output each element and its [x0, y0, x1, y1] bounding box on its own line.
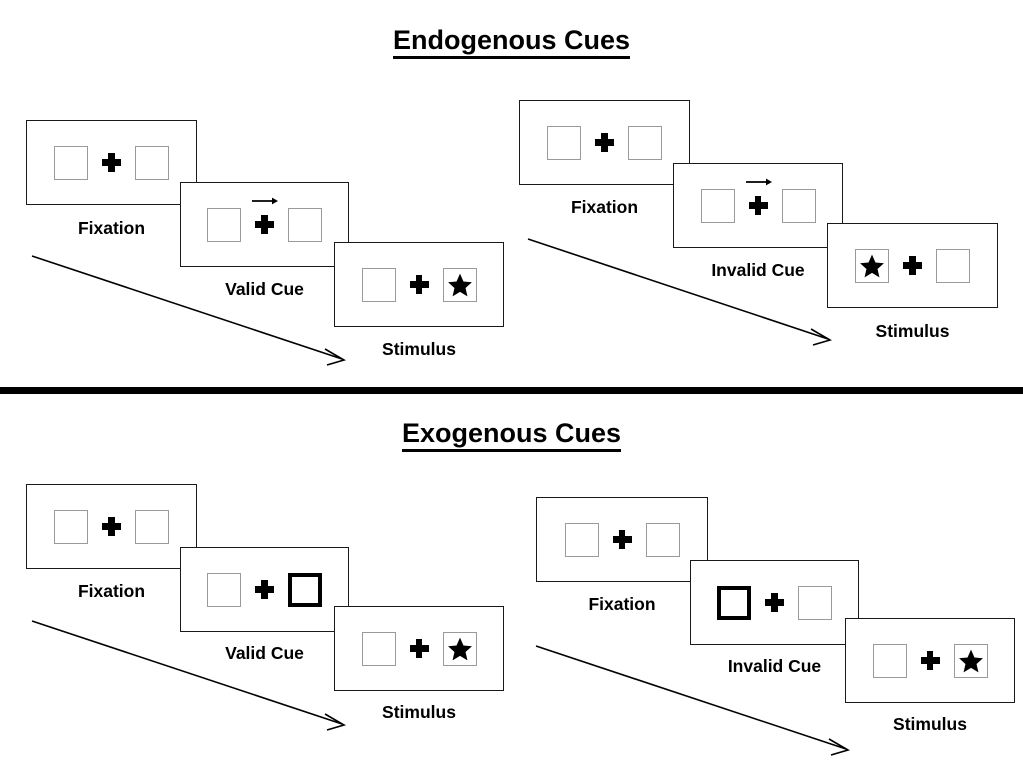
- fixation-cross-icon: [409, 275, 429, 294]
- fixation-cross-icon: [595, 133, 614, 152]
- stage-label-endogenous-valid-fixation: Fixation: [77, 218, 146, 238]
- stage-label-exogenous-invalid-stimulus: Stimulus: [893, 714, 967, 734]
- panel-exogenous-valid-stimulus: [334, 606, 504, 691]
- fixation-cross-icon: [748, 196, 768, 215]
- left-placeholder-box: [872, 643, 907, 678]
- fixation-cross-icon: [920, 651, 940, 670]
- stage-label-exogenous-invalid-fixation: Fixation: [588, 594, 656, 614]
- left-target-box: [855, 248, 889, 283]
- fixation-cross-icon: [255, 580, 274, 599]
- star-target-icon: [860, 254, 884, 277]
- frame-content: [361, 267, 477, 302]
- right-target-box: [953, 643, 988, 678]
- stage-label-exogenous-valid-stimulus: Stimulus: [382, 702, 456, 722]
- left-placeholder-box: [547, 125, 581, 160]
- fixation-cross-icon: [255, 215, 274, 234]
- right-placeholder-box: [288, 207, 322, 242]
- frame-content: [700, 178, 816, 223]
- center-column: [612, 530, 632, 549]
- right-placeholder-box: [628, 125, 662, 160]
- section-title-exogenous-text: Exogenous Cues: [401, 418, 622, 452]
- stage-label-exogenous-valid-fixation: Fixation: [77, 581, 146, 601]
- center-column: [409, 639, 429, 658]
- star-target-icon: [447, 637, 472, 660]
- right-cued-box: [288, 572, 322, 607]
- time-arrow-endogenous-invalid: [527, 238, 833, 346]
- left-placeholder-box: [361, 631, 396, 666]
- fixation-cross-icon: [102, 153, 121, 172]
- stage-label-endogenous-invalid-stimulus: Stimulus: [875, 321, 950, 341]
- section-divider: [0, 387, 1023, 394]
- panel-exogenous-invalid-cue: [690, 560, 859, 645]
- stage-label-endogenous-valid-stimulus: Stimulus: [382, 339, 456, 359]
- left-placeholder-box: [54, 509, 88, 544]
- right-placeholder-box: [936, 248, 970, 283]
- center-column: [102, 517, 121, 536]
- center-column: [252, 197, 278, 234]
- center-column: [765, 593, 784, 612]
- right-placeholder-box: [135, 145, 169, 180]
- frame-content: [564, 522, 680, 557]
- panel-endogenous-invalid-stimulus: [827, 223, 998, 308]
- frame-content: [207, 197, 322, 242]
- fixation-cross-icon: [612, 530, 632, 549]
- right-placeholder-box: [645, 522, 680, 557]
- center-column: [255, 580, 274, 599]
- fixation-cross-icon: [102, 517, 121, 536]
- stage-label-endogenous-invalid-cue: Invalid Cue: [711, 260, 805, 280]
- panel-exogenous-valid-cue: [180, 547, 349, 632]
- fixation-cross-icon: [409, 639, 429, 658]
- star-target-icon: [447, 273, 472, 296]
- right-placeholder-box: [135, 509, 169, 544]
- right-placeholder-box: [798, 585, 832, 620]
- panel-endogenous-invalid-cue: [673, 163, 843, 248]
- frame-content: [207, 572, 322, 607]
- right-placeholder-box: [781, 188, 816, 223]
- left-placeholder-box: [54, 145, 88, 180]
- panel-endogenous-invalid-fixation: [519, 100, 690, 185]
- panel-endogenous-valid-stimulus: [334, 242, 504, 327]
- center-column: [903, 256, 922, 275]
- right-target-box: [442, 267, 477, 302]
- left-placeholder-box: [700, 188, 735, 223]
- section-title-exogenous: Exogenous Cues: [0, 418, 1023, 452]
- stage-label-endogenous-valid-cue: Valid Cue: [225, 279, 304, 299]
- frame-content: [717, 585, 832, 620]
- frame-content: [54, 145, 169, 180]
- stage-label-exogenous-valid-cue: Valid Cue: [225, 643, 304, 663]
- star-target-icon: [958, 649, 983, 672]
- frame-content: [54, 509, 169, 544]
- panel-endogenous-valid-fixation: [26, 120, 197, 205]
- left-placeholder-box: [207, 207, 241, 242]
- fixation-cross-icon: [765, 593, 784, 612]
- frame-content: [547, 125, 662, 160]
- panel-endogenous-valid-cue: [180, 182, 349, 267]
- center-column: [102, 153, 121, 172]
- left-placeholder-box: [207, 572, 241, 607]
- arrow-right-cue-icon: [745, 178, 772, 186]
- left-placeholder-box: [361, 267, 396, 302]
- panel-exogenous-invalid-stimulus: [845, 618, 1015, 703]
- fixation-cross-icon: [903, 256, 922, 275]
- panel-exogenous-invalid-fixation: [536, 497, 708, 582]
- section-title-endogenous-text: Endogenous Cues: [392, 25, 630, 59]
- right-target-box: [442, 631, 477, 666]
- panel-exogenous-valid-fixation: [26, 484, 197, 569]
- center-column: [745, 178, 772, 215]
- left-cued-box: [717, 585, 751, 620]
- left-placeholder-box: [564, 522, 599, 557]
- arrow-right-cue-icon: [252, 197, 278, 205]
- frame-content: [872, 643, 988, 678]
- center-column: [595, 133, 614, 152]
- frame-content: [361, 631, 477, 666]
- center-column: [920, 651, 940, 670]
- stage-label-exogenous-invalid-cue: Invalid Cue: [727, 656, 822, 676]
- stage-label-endogenous-invalid-fixation: Fixation: [570, 197, 639, 217]
- section-title-endogenous: Endogenous Cues: [0, 25, 1023, 59]
- center-column: [409, 275, 429, 294]
- frame-content: [855, 248, 970, 283]
